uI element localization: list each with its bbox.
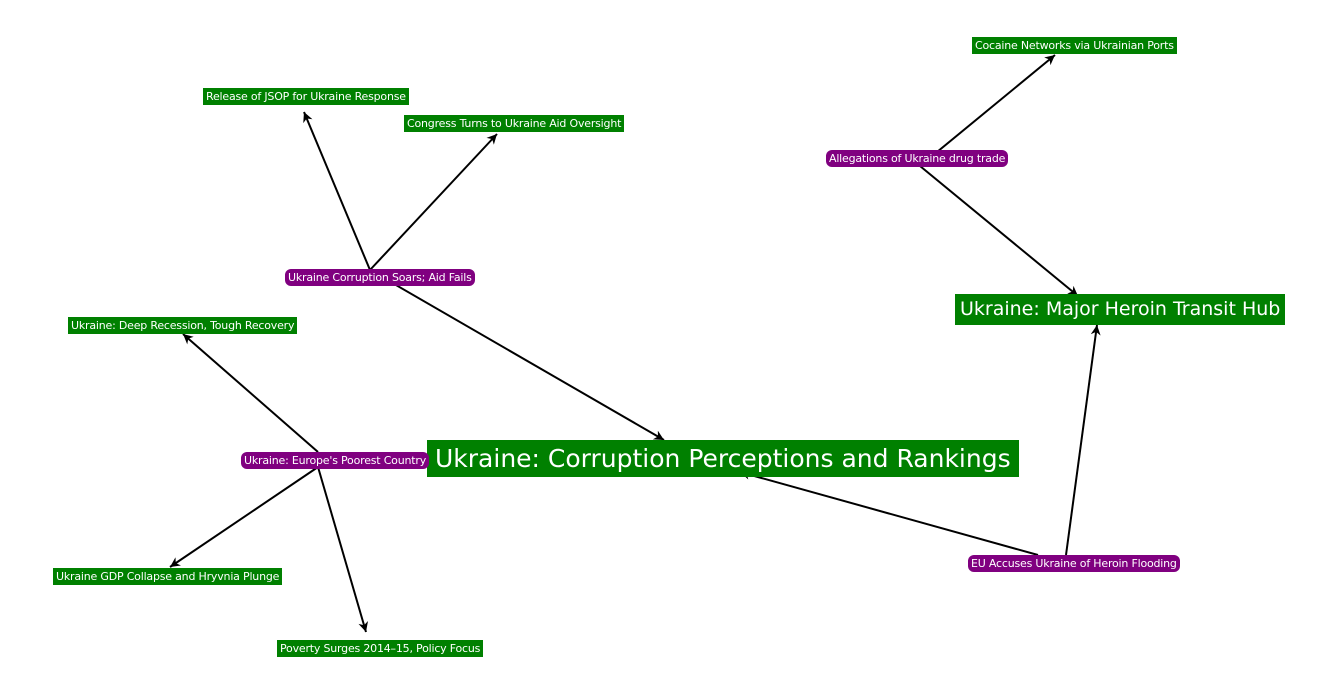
node-label: Ukraine: Deep Recession, Tough Recovery [71, 319, 295, 332]
edge-poorest-to-gdp [169, 466, 319, 568]
node-congress-oversight[interactable]: Congress Turns to Ukraine Aid Oversight [404, 115, 625, 132]
node-label: Ukraine: Corruption Perceptions and Rank… [435, 444, 1011, 473]
node-label: Release of JSOP for Ukraine Response [206, 90, 406, 103]
edge-corruption_soars-to-congress [369, 133, 498, 271]
node-gdp-collapse[interactable]: Ukraine GDP Collapse and Hryvnia Plunge [53, 568, 283, 585]
node-europe-poorest[interactable]: Ukraine: Europe's Poorest Country [241, 452, 430, 469]
edge-corruption_soars-to-jsop [303, 111, 371, 271]
node-eu-heroin-flooding[interactable]: EU Accuses Ukraine of Heroin Flooding [968, 555, 1180, 572]
node-corruption-soars[interactable]: Ukraine Corruption Soars; Aid Fails [285, 269, 475, 286]
node-heroin-transit-hub[interactable]: Ukraine: Major Heroin Transit Hub [955, 294, 1286, 325]
edge-poorest-to-poverty [317, 466, 369, 633]
node-label: Congress Turns to Ukraine Aid Oversight [407, 117, 622, 130]
node-jsop-release[interactable]: Release of JSOP for Ukraine Response [203, 88, 409, 105]
node-label: Ukraine GDP Collapse and Hryvnia Plunge [56, 570, 280, 583]
node-deep-recession[interactable]: Ukraine: Deep Recession, Tough Recovery [68, 317, 298, 334]
edge-corruption_soars-to-central [369, 269, 665, 441]
node-label: Ukraine: Major Heroin Transit Hub [960, 298, 1281, 320]
node-poverty-surges[interactable]: Poverty Surges 2014–15, Policy Focus [277, 640, 484, 657]
edge-eu_heroin-to-heroin_hub [1065, 324, 1101, 556]
edge-poorest-to-recession [182, 333, 319, 453]
edge-drug_trade-to-heroin_hub [919, 165, 1079, 297]
edge-drug_trade-to-cocaine [919, 54, 1056, 167]
node-corruption-perceptions[interactable]: Ukraine: Corruption Perceptions and Rank… [427, 440, 1019, 477]
edge-eu_heroin-to-central [739, 469, 1039, 556]
node-label: Ukraine: Europe's Poorest Country [244, 454, 427, 467]
node-cocaine-networks[interactable]: Cocaine Networks via Ukrainian Ports [972, 37, 1177, 54]
node-label: Poverty Surges 2014–15, Policy Focus [280, 642, 481, 655]
node-label: EU Accuses Ukraine of Heroin Flooding [971, 557, 1177, 570]
node-label: Ukraine Corruption Soars; Aid Fails [288, 271, 472, 284]
node-label: Allegations of Ukraine drug trade [829, 152, 1006, 165]
node-label: Cocaine Networks via Ukrainian Ports [975, 39, 1174, 52]
node-drug-trade-allegations[interactable]: Allegations of Ukraine drug trade [826, 150, 1009, 167]
